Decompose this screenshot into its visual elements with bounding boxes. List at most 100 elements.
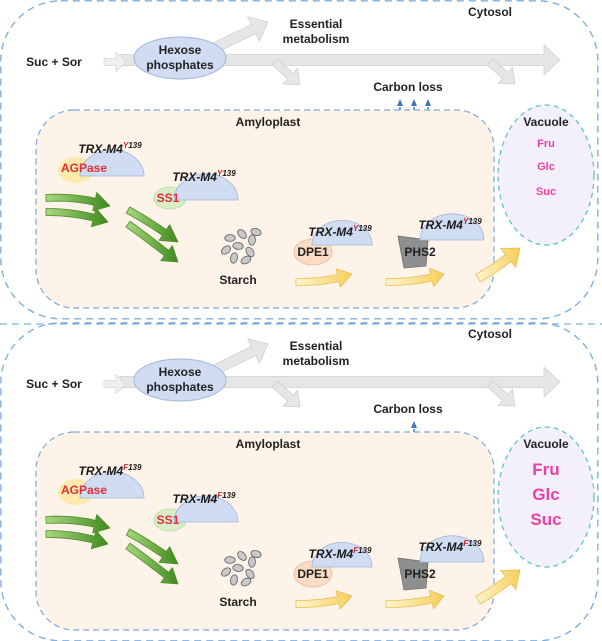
trx-residue-number: 139: [358, 546, 372, 555]
trx-name: TRX-M4: [418, 218, 463, 232]
starch-granule: [240, 577, 252, 587]
top-green-arrow-3: [125, 206, 179, 243]
bottom-green-arrow-4: [125, 542, 179, 585]
top-vacuole-label: Vacuole: [523, 115, 569, 129]
top-input-arrow: [103, 51, 127, 73]
bottom-carbon-loss-arrowhead-1: [411, 421, 417, 428]
bottom-yellow-arrow-2: [385, 589, 445, 610]
trx-residue-letter: Y: [353, 224, 359, 233]
bottom-phs2-blob: [397, 557, 429, 591]
top-phs2-trx-label: TRX-M4Y139: [418, 217, 482, 232]
top-trx-dome-dpe1: [311, 220, 373, 246]
starch-granule: [245, 246, 255, 258]
top-trx-dome-ss1: [173, 173, 239, 201]
starch-granule: [232, 564, 244, 572]
bottom-ss1-trx-label: TRX-M4F139: [173, 491, 236, 506]
bottom-input-label: Suc + Sor: [26, 377, 82, 391]
starch-granule: [232, 242, 244, 250]
bottom-starch-label: Starch: [219, 595, 256, 609]
bottom-green-arrow-3: [125, 528, 179, 565]
top-hexose-label-2: phosphates: [146, 58, 214, 72]
bottom-trx-dome-agpase: [79, 471, 145, 499]
bottom-green-arrow-1: [45, 514, 111, 534]
trx-residue-number: 139: [222, 169, 236, 178]
top-vacuole-sugar-glc: Glc: [537, 161, 555, 173]
top-amyloplast-boundary: [35, 109, 495, 309]
trx-name: TRX-M4: [308, 225, 353, 239]
top-dpe1-label: DPE1: [297, 245, 329, 259]
bottom-phs2-trx-label: TRX-M4F139: [419, 539, 482, 554]
bottom-flux-down-arrow-2: [486, 380, 516, 407]
starch-granule: [250, 549, 262, 559]
top-flux-down-arrow-2: [486, 58, 516, 85]
bottom-green-arrow-2: [45, 530, 109, 550]
top-amyloplast-label: Amyloplast: [236, 115, 301, 129]
bottom-yellow-arrow-1: [295, 590, 353, 610]
top-hexose-label-1: Hexose: [159, 43, 202, 57]
top-carbon-loss-label: Carbon loss: [373, 80, 443, 94]
bottom-vacuole-label: Vacuole: [523, 437, 569, 451]
bottom-hexose-label-2: phosphates: [146, 380, 214, 394]
trx-residue-letter: F: [353, 546, 359, 555]
top-vacuole-sugar-fru: Fru: [537, 138, 555, 150]
bottom-flux-down-arrow-1: [271, 380, 301, 408]
bottom-vacuole-sugar-suc: Suc: [530, 510, 561, 529]
starch-granule: [237, 551, 247, 561]
bottom-vacuole-boundary: [497, 426, 595, 568]
top-hexose-ellipse: [133, 36, 227, 80]
top-input-label: Suc + Sor: [26, 55, 82, 69]
starch-granule: [237, 229, 247, 239]
starch-granule: [248, 556, 256, 568]
top-agpase-label: AGPase: [61, 161, 107, 175]
top-green-arrow-4: [125, 220, 179, 263]
bottom-hexose-ellipse: [133, 358, 227, 402]
bottom-essential-label-1: Essential: [290, 339, 343, 353]
bottom-essential-label-2: metabolism: [283, 354, 350, 368]
bottom-phs2-label: PHS2: [404, 567, 436, 581]
trx-residue-number: 139: [128, 141, 142, 150]
bottom-dpe1-label: DPE1: [297, 567, 329, 581]
bottom-trx-dome-phs2: [419, 535, 485, 563]
bottom-amyloplast-label: Amyloplast: [236, 437, 301, 451]
top-ss1-trx-label: TRX-M4Y139: [172, 169, 236, 184]
bottom-trx-dome-dpe1: [311, 542, 373, 568]
top-trx-dome-phs2: [419, 213, 485, 241]
trx-residue-number: 139: [468, 217, 482, 226]
trx-name: TRX-M4: [419, 540, 464, 554]
starch-granule: [224, 234, 236, 242]
top-green-arrow-1: [45, 192, 111, 212]
top-agpase-trx-label: TRX-M4Y139: [78, 141, 142, 156]
top-essential-label-2: metabolism: [283, 32, 350, 46]
starch-granule: [245, 568, 255, 580]
bottom-ss1-label: SS1: [157, 513, 180, 527]
top-essential-label-1: Essential: [290, 17, 343, 31]
starch-granule: [250, 227, 262, 237]
trx-residue-number: 139: [222, 491, 236, 500]
top-dpe1-trx-label: TRX-M4Y139: [308, 224, 372, 239]
trx-residue-letter: F: [217, 491, 223, 500]
top-yellow-arrow-2: [385, 267, 445, 288]
bottom-amyloplast-boundary: [35, 431, 495, 631]
bottom-vacuole-sugar-fru: Fru: [532, 460, 559, 479]
bottom-dpe1-trx-label: TRX-M4F139: [309, 546, 372, 561]
trx-name: TRX-M4: [309, 547, 354, 561]
starch-granule: [240, 255, 252, 265]
top-green-arrow-2: [45, 208, 109, 228]
bottom-trx-dome-ss1: [173, 495, 239, 523]
top-carbon-loss-arrowhead-2: [411, 99, 417, 106]
trx-residue-letter: Y: [463, 217, 469, 226]
bottom-input-arrow: [103, 373, 127, 395]
bottom-carbon-loss-label: Carbon loss: [373, 402, 443, 416]
bottom-agpase-label: AGPase: [61, 483, 107, 497]
top-ss1-label: SS1: [157, 191, 180, 205]
top-phs2-label: PHS2: [404, 245, 436, 259]
top-phs2-blob: [397, 235, 429, 269]
top-cytosol-label: Cytosol: [468, 5, 512, 19]
top-carbon-loss-arrowhead-3: [425, 99, 431, 106]
starch-granule: [230, 574, 238, 586]
trx-name: TRX-M4: [78, 142, 123, 156]
trx-residue-number: 139: [468, 539, 482, 548]
